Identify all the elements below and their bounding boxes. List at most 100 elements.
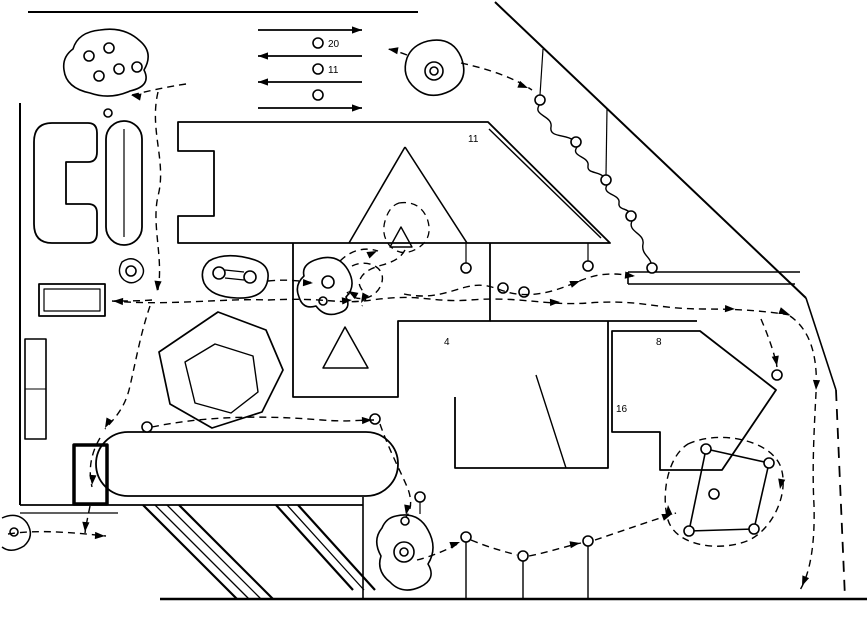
room-a-diagonal [535,374,567,469]
node-circle [708,488,720,500]
node-circle [683,525,695,537]
node-circle [312,37,324,49]
node-circle [141,421,153,433]
node-circle [113,63,125,75]
node-circle-double-inner [429,66,439,76]
node-circle [400,516,410,526]
node-circle [518,286,530,298]
node-circle [625,210,637,222]
arrowhead [361,416,372,425]
route-dash [346,262,384,300]
route-dash [104,305,151,430]
node-circle [103,108,113,118]
arrowhead [113,297,124,306]
boundary-right-dashed [835,389,846,599]
hex-blob-inner [184,343,259,414]
arrowhead [341,297,352,305]
arrowhead [771,355,779,366]
node-circle [582,260,594,272]
arrowhead [802,575,810,586]
route-dash [113,299,153,302]
main-hall-inner-diagonal [488,128,602,239]
route-dash-loop [664,436,784,547]
hex-blob-outer [158,311,284,429]
arrowhead [361,292,369,303]
ramp-hatch [154,504,250,600]
right-building [611,330,777,471]
route-dash [267,279,316,284]
ramp-hatch [142,504,238,600]
node-circle [646,262,658,274]
arrowhead [661,514,672,521]
arrowhead [569,281,580,288]
arrowhead [154,280,162,291]
arrowhead [404,504,412,515]
tiny-blob [118,258,145,284]
room-triangle [322,326,369,369]
node-circle [103,42,115,54]
arrowhead [366,251,377,259]
wiggle-path [574,146,605,178]
arrowhead [302,279,313,287]
node-circle [312,89,324,101]
small-triangle [389,226,413,248]
map-label: 11 [468,134,479,145]
dumbbell-bar [224,277,245,281]
arrowhead [131,93,142,101]
node-circle [570,136,582,148]
arrowhead [517,80,528,88]
arrowhead [624,271,635,279]
arrowhead [569,541,580,549]
map-label: 8 [656,337,662,348]
arrowhead [778,478,786,489]
ramp-hatch [178,504,274,600]
node-circle [534,94,546,106]
node-circle [600,174,612,186]
arrowhead [812,379,821,390]
dumbbell-blob [201,254,269,299]
arrowhead [665,505,673,516]
route-dash [460,62,533,91]
arrowhead [352,26,362,34]
blob-center [296,256,353,316]
arrowhead [778,307,789,314]
node-circle [369,413,381,425]
route-dash [789,315,818,591]
hall-triangle-left [348,146,406,244]
building-double-rect-outer [38,283,106,317]
wiggle-path [605,184,631,214]
ramp-hatch [297,504,376,591]
ramp-hatch [275,504,354,591]
map-label: 4 [444,337,450,348]
building-pill [105,120,143,246]
boundary-diagonal [494,1,807,299]
node-circle [243,270,257,284]
route-dash [151,416,375,428]
route-dash [154,91,162,295]
arrowhead [258,78,268,86]
node-circle [83,50,95,62]
route-dash [470,539,518,556]
node-circle [9,527,19,537]
arrowhead [258,52,268,60]
node-circle [212,266,226,280]
map-label: 11 [328,65,339,76]
arrowhead [724,305,735,313]
arrowhead [388,47,399,55]
dumbbell-bar [224,269,245,273]
node-circle [93,70,105,82]
boundary-diagonal-lower [805,297,837,391]
node-circle [131,61,143,73]
node-circle [312,63,324,75]
node-circle [582,535,594,547]
arrowhead [352,104,362,112]
map-label: 20 [328,39,340,50]
pond-blob-top-left [62,28,149,97]
blob-bottom-center [375,514,434,591]
ramp-hatch [286,504,365,591]
route-dash [760,318,778,368]
arrowhead [94,531,105,540]
route-dash [89,437,101,488]
node-circle [321,275,335,289]
